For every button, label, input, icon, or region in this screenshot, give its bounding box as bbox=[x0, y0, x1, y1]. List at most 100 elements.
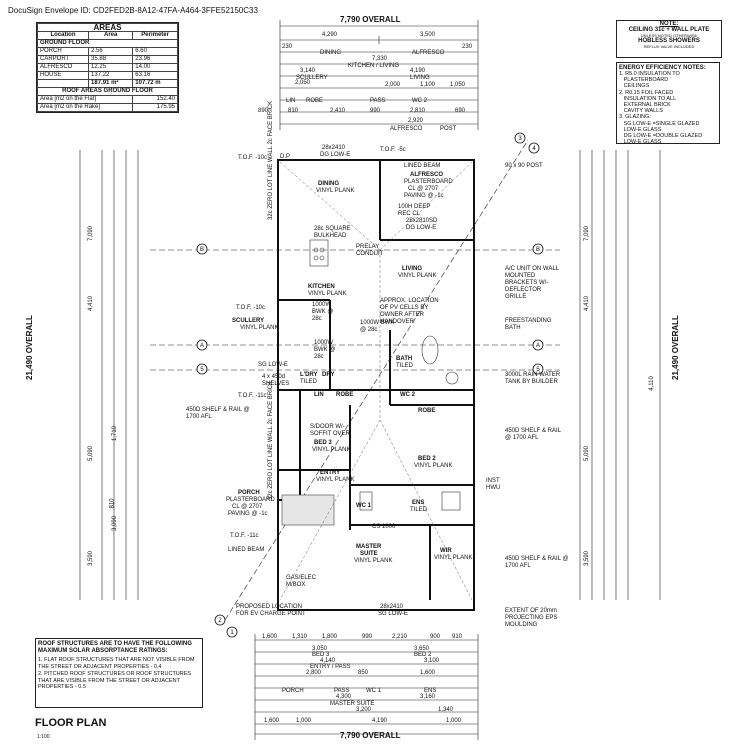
room-wir: WIR bbox=[440, 548, 452, 554]
right-dim: 4,410 bbox=[584, 295, 591, 312]
room-master-floor: VINYL PLANK bbox=[354, 558, 393, 564]
energy-note-line: EXTERNAL BRICK bbox=[619, 102, 671, 109]
porch-cl: CL @ 2707 bbox=[232, 504, 263, 510]
bottom-dim: 3,650 bbox=[414, 646, 430, 652]
alfresco-ceiling: PLASTERBOARD bbox=[404, 179, 453, 185]
window-label: 28x2410 bbox=[322, 145, 346, 151]
bottom-dim: ENTRY / PASS bbox=[310, 664, 351, 670]
cs-label: CS 1000 bbox=[372, 524, 396, 530]
top-dim: 1,050 bbox=[450, 82, 466, 88]
porch-paving: PAVING @ -1c bbox=[228, 511, 268, 517]
room-ldry-floor: TILED bbox=[300, 379, 318, 385]
room-ens: ENS bbox=[412, 500, 425, 506]
top-dim: 4,290 bbox=[322, 32, 338, 38]
envelope-id: DocuSign Envelope ID: CD2FED2B-8A12-47FA… bbox=[8, 6, 258, 15]
bottom-dim: WC 1 bbox=[366, 688, 381, 694]
energy-note-line: CEILINGS bbox=[619, 83, 650, 90]
room-bed2-floor: VINYL PLANK bbox=[414, 463, 453, 469]
grid-marker: 5 bbox=[536, 367, 540, 373]
left-dim: 1,710 bbox=[112, 425, 119, 442]
room-entry-floor: VINYL PLANK bbox=[316, 477, 355, 483]
room-ldry: L'DRY bbox=[300, 372, 318, 378]
grid-marker: B bbox=[536, 247, 540, 253]
right-dim: 4,110 bbox=[648, 376, 655, 391]
top-dim: WC 2 bbox=[412, 98, 427, 104]
right-dim: 5,090 bbox=[584, 445, 591, 462]
energy-note-line: CAVITY WALLS bbox=[619, 108, 663, 115]
right-dim: 7,090 bbox=[584, 225, 591, 242]
bottom-dim: 1,000 bbox=[446, 718, 462, 724]
energy-note-line: LOW-E GLASS bbox=[619, 139, 662, 146]
soffit-label: S/DOOR W/- SOFFIT OVER bbox=[310, 424, 350, 437]
left-dim: 3,590 bbox=[88, 550, 95, 567]
room-master-suite: SUITE bbox=[360, 551, 378, 557]
rainwater-label: 3000L RAIN WATER TANK BY BUILDER bbox=[505, 372, 561, 385]
bulkhead-label: 28c SQUARE BULKHEAD bbox=[314, 226, 351, 239]
prelay-label: PRELAY CONDUIT bbox=[356, 244, 384, 257]
porch-ceiling: PLASTERBOARD bbox=[226, 497, 275, 503]
left-dim: 810 bbox=[109, 498, 116, 509]
shelves-label: 4 x 450d SHELVES bbox=[262, 374, 290, 387]
post-label: 90 x 90 POST bbox=[505, 163, 543, 169]
room-dining-floor: VINYL PLANK bbox=[316, 188, 355, 194]
top-dim: ROBE bbox=[306, 98, 324, 104]
top-dim: 2,810 bbox=[410, 108, 426, 114]
lined-beam-label: LINED BEAM bbox=[404, 163, 441, 169]
lined-beam-label: LINED BEAM bbox=[228, 547, 265, 553]
roof-note-item: 1. FLAT ROOF STRUCTURES THAT ARE NOT VIS… bbox=[38, 657, 195, 670]
room-kitchen: KITCHEN bbox=[308, 284, 335, 290]
energy-note-line: INSULATION TO ALL bbox=[619, 95, 677, 102]
bottom-dim: ENS bbox=[424, 688, 437, 694]
tof-label: T.O.F. -10c bbox=[238, 155, 268, 161]
top-dim: 7,330 bbox=[372, 56, 388, 62]
shelf-label: 450D SHELF & RAIL @ 1700 AFL bbox=[505, 428, 561, 441]
room-master: MASTER bbox=[356, 544, 382, 550]
bottom-dim: 1,600 bbox=[262, 634, 278, 640]
room-porch: PORCH bbox=[238, 490, 260, 496]
bottom-dim: 990 bbox=[362, 634, 373, 640]
room-alfresco: ALFRESCO bbox=[410, 172, 443, 178]
tof-label: T.O.F. -5c bbox=[380, 147, 406, 153]
shelf-label: 450D SHELF & RAIL @ 1700 AFL bbox=[505, 556, 569, 569]
ev-label: PROPOSED LOCATION FOR EV CHARGE POINT bbox=[236, 604, 306, 617]
bottom-dim: 2,210 bbox=[392, 634, 408, 640]
roof-note-box: ROOF STRUCTURES ARE TO HAVE THE FOLLOWIN… bbox=[35, 638, 203, 708]
bottom-dim: 4,190 bbox=[372, 718, 388, 724]
room-bath: BATH bbox=[396, 356, 413, 362]
tof-label: T.O.F. -11c bbox=[230, 533, 259, 539]
energy-title: ENERGY EFFICIENCY NOTES: bbox=[619, 65, 706, 71]
bwk-label: 1000W BWK @ 28c bbox=[360, 320, 395, 333]
bottom-dim: 1,600 bbox=[264, 718, 280, 724]
bottom-dim: BED 2 bbox=[414, 652, 432, 658]
bottom-dim: 1,310 bbox=[292, 634, 308, 640]
top-dim: 990 bbox=[370, 108, 381, 114]
room-dining: DINING bbox=[318, 181, 339, 187]
areas-table: AREAS Location Area Perimeter GROUND FLO… bbox=[36, 22, 179, 113]
drawing-title: FLOOR PLAN bbox=[35, 717, 107, 729]
right-dim: 3,590 bbox=[584, 550, 591, 567]
left-dim: 3,090 bbox=[112, 515, 119, 532]
notes-box: NOTE: CEILING 31c + WALL PLATE UNLESS NO… bbox=[616, 20, 722, 58]
window-glass-label: DG LOW-E bbox=[406, 225, 437, 231]
alfresco-paving: PAVING @ -1c bbox=[404, 193, 444, 199]
overall-width-bottom: 7,790 OVERALL bbox=[340, 731, 401, 740]
bottom-dim: 2,800 bbox=[306, 670, 322, 676]
bottom-dim: 4,140 bbox=[320, 658, 336, 664]
bottom-dim: 910 bbox=[452, 634, 463, 640]
bottom-dim: 3,050 bbox=[312, 646, 328, 652]
top-dim: 1,100 bbox=[420, 82, 436, 88]
window-label: 28x2410 bbox=[380, 604, 404, 610]
grid-marker: 5 bbox=[200, 367, 204, 373]
energy-note-line: 2. R0.15 FOIL FACED bbox=[619, 89, 674, 96]
energy-note-line: DG LOW-E =DOUBLE GLAZED bbox=[619, 133, 703, 140]
bottom-dim: PORCH bbox=[282, 688, 304, 694]
overall-length-left: 21,490 OVERALL bbox=[25, 315, 34, 380]
top-dim: 2,050 bbox=[295, 80, 311, 86]
bottom-dim: MASTER SUITE bbox=[330, 701, 375, 707]
showers-note: HOBLESS SHOWERS bbox=[638, 38, 700, 44]
grid-marker: 4 bbox=[532, 146, 536, 152]
room-robe2: ROBE bbox=[418, 408, 436, 414]
top-dim: LIVING bbox=[410, 75, 430, 81]
zero-lot-label: 32c ZERO LOT LINE WALL 2c FACE BRICK bbox=[268, 380, 274, 500]
room-scullery-floor: VINYL PLANK bbox=[240, 325, 279, 331]
